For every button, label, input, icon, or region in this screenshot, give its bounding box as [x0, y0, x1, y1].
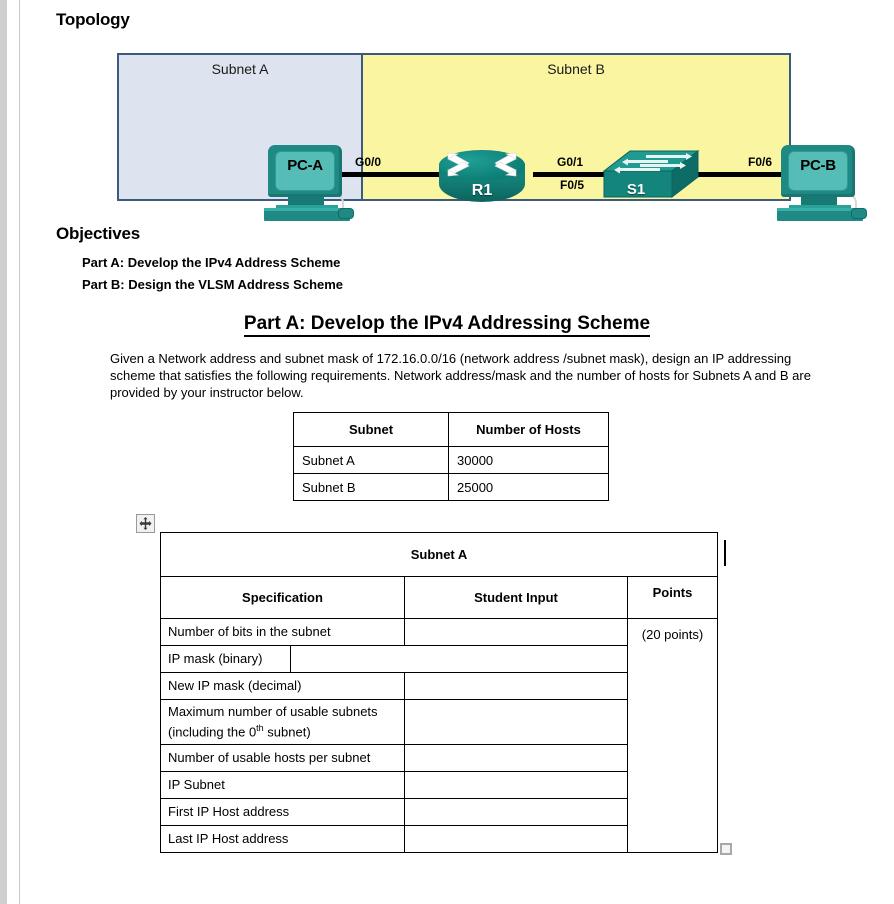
- pc-b-base-face: [777, 208, 863, 213]
- spec-label: Number of usable hosts per subnet: [160, 744, 405, 773]
- col-header-subnet: Subnet: [293, 412, 449, 447]
- student-input-cell[interactable]: [404, 672, 628, 700]
- col-header-points: Points: [627, 576, 718, 619]
- spec-row-first-ip-host: First IP Host address: [160, 798, 718, 827]
- hosts-requirement-table: Subnet Number of Hosts Subnet A 30000 Su…: [293, 412, 609, 501]
- spec-row-last-ip-host: Last IP Host address: [160, 825, 718, 854]
- objective-part-a: Part A: Develop the IPv4 Address Scheme: [82, 255, 341, 270]
- spec-row-new-ip-mask-decimal: New IP mask (decimal): [160, 672, 718, 700]
- heading-topology: Topology: [56, 10, 130, 29]
- spec-label: First IP Host address: [160, 798, 405, 827]
- pc-a-mouse: [338, 208, 354, 219]
- pc-b-mouse: [851, 208, 867, 219]
- cell-host-count: 30000: [448, 446, 609, 474]
- subnet-b-label: Subnet B: [547, 61, 605, 77]
- switch-label: S1: [626, 181, 646, 198]
- router-arrows-icon: [447, 152, 517, 177]
- spec-label: IP mask (binary): [160, 645, 291, 673]
- pc-b-label: PC-B: [800, 157, 836, 174]
- student-input-cell[interactable]: [404, 618, 628, 646]
- student-input-cell[interactable]: [290, 645, 628, 673]
- col-header-specification: Specification: [160, 576, 405, 619]
- cable-pca-r1: [342, 172, 464, 177]
- port-label-g0-0: G0/0: [355, 155, 382, 169]
- switch-body: [602, 149, 700, 199]
- spec-label: IP Subnet: [160, 771, 405, 800]
- heading-part-a: Part A: Develop the IPv4 Addressing Sche…: [0, 313, 894, 337]
- move-cross-icon: [139, 517, 152, 530]
- pc-b-screen: [788, 151, 848, 191]
- spec-label: Number of bits in the subnet: [160, 618, 405, 646]
- cell-host-count: 25000: [448, 473, 609, 501]
- pc-a-base-face: [264, 208, 350, 213]
- spec-header-row: Specification Student Input Points: [160, 576, 718, 619]
- cable-s1-pcb: [696, 172, 784, 177]
- objective-part-b: Part B: Design the VLSM Address Scheme: [82, 277, 344, 292]
- intro-paragraph: Given a Network address and subnet mask …: [110, 351, 811, 400]
- student-input-cell[interactable]: [404, 798, 628, 827]
- port-label-f0-5: F0/5: [560, 178, 585, 192]
- pc-a-icon: PC-A: [262, 145, 358, 223]
- subnet-a-spec-table: Subnet A Specification Student Input Poi…: [160, 532, 718, 854]
- pc-b-base: [777, 211, 863, 221]
- spec-label: Maximum number of usable subnets (includ…: [160, 698, 405, 746]
- pc-b-icon: PC-B: [775, 145, 871, 223]
- pc-a-stand: [288, 197, 324, 206]
- spec-table-title: Subnet A: [160, 532, 718, 577]
- subnet-a-label: Subnet A: [211, 61, 269, 77]
- subnet-a-zone: Subnet A: [119, 55, 363, 199]
- switch-s1-icon: S1: [582, 149, 702, 211]
- cable-r1-s1: [533, 172, 606, 177]
- spec-row-ip-mask-binary: IP mask (binary): [160, 645, 718, 673]
- heading-objectives: Objectives: [56, 224, 140, 243]
- left-margin-rule: [19, 0, 20, 904]
- pc-a-label: PC-A: [287, 157, 323, 174]
- topology-diagram: Subnet A Subnet B G0/0 G0/1 F0/5 F0/6 PC…: [117, 53, 867, 221]
- student-input-cell[interactable]: [404, 771, 628, 800]
- student-input-cell[interactable]: [404, 825, 628, 854]
- spec-label: Last IP Host address: [160, 825, 405, 854]
- col-header-student-input: Student Input: [404, 576, 628, 619]
- table-row: Subnet B 25000: [293, 473, 609, 501]
- spec-title-row: Subnet A: [160, 532, 718, 577]
- port-label-g0-1: G0/1: [557, 155, 584, 169]
- pc-a-screen: [275, 151, 335, 191]
- port-label-f0-6: F0/6: [748, 155, 773, 169]
- col-header-number-of-hosts: Number of Hosts: [448, 412, 609, 447]
- cell-subnet-name: Subnet B: [293, 473, 449, 501]
- table-resize-handle[interactable]: [720, 843, 732, 855]
- pc-b-stand: [801, 197, 837, 206]
- student-input-cell[interactable]: [404, 744, 628, 773]
- spec-row-bits-in-subnet: Number of bits in the subnet (20 points): [160, 617, 718, 854]
- table-move-handle[interactable]: [136, 514, 155, 533]
- points-cell: (20 points): [627, 617, 718, 854]
- table-row: Subnet A 30000: [293, 446, 609, 474]
- ordinal-suffix: th: [256, 723, 264, 733]
- student-input-cell[interactable]: [404, 698, 628, 746]
- left-margin-strip: [0, 0, 7, 904]
- spec-label: New IP mask (decimal): [160, 672, 405, 700]
- heading-part-a-text: Part A: Develop the IPv4 Addressing Sche…: [243, 313, 651, 337]
- text-cursor: [724, 540, 726, 566]
- table-header-row: Subnet Number of Hosts: [293, 412, 609, 447]
- pc-a-base: [264, 211, 350, 221]
- router-r1-icon: R1: [439, 150, 525, 216]
- spec-row-max-usable-subnets: Maximum number of usable subnets (includ…: [160, 698, 718, 746]
- spec-row-usable-hosts-per-subnet: Number of usable hosts per subnet: [160, 744, 718, 773]
- router-label: R1: [471, 182, 493, 199]
- cell-subnet-name: Subnet A: [293, 446, 449, 474]
